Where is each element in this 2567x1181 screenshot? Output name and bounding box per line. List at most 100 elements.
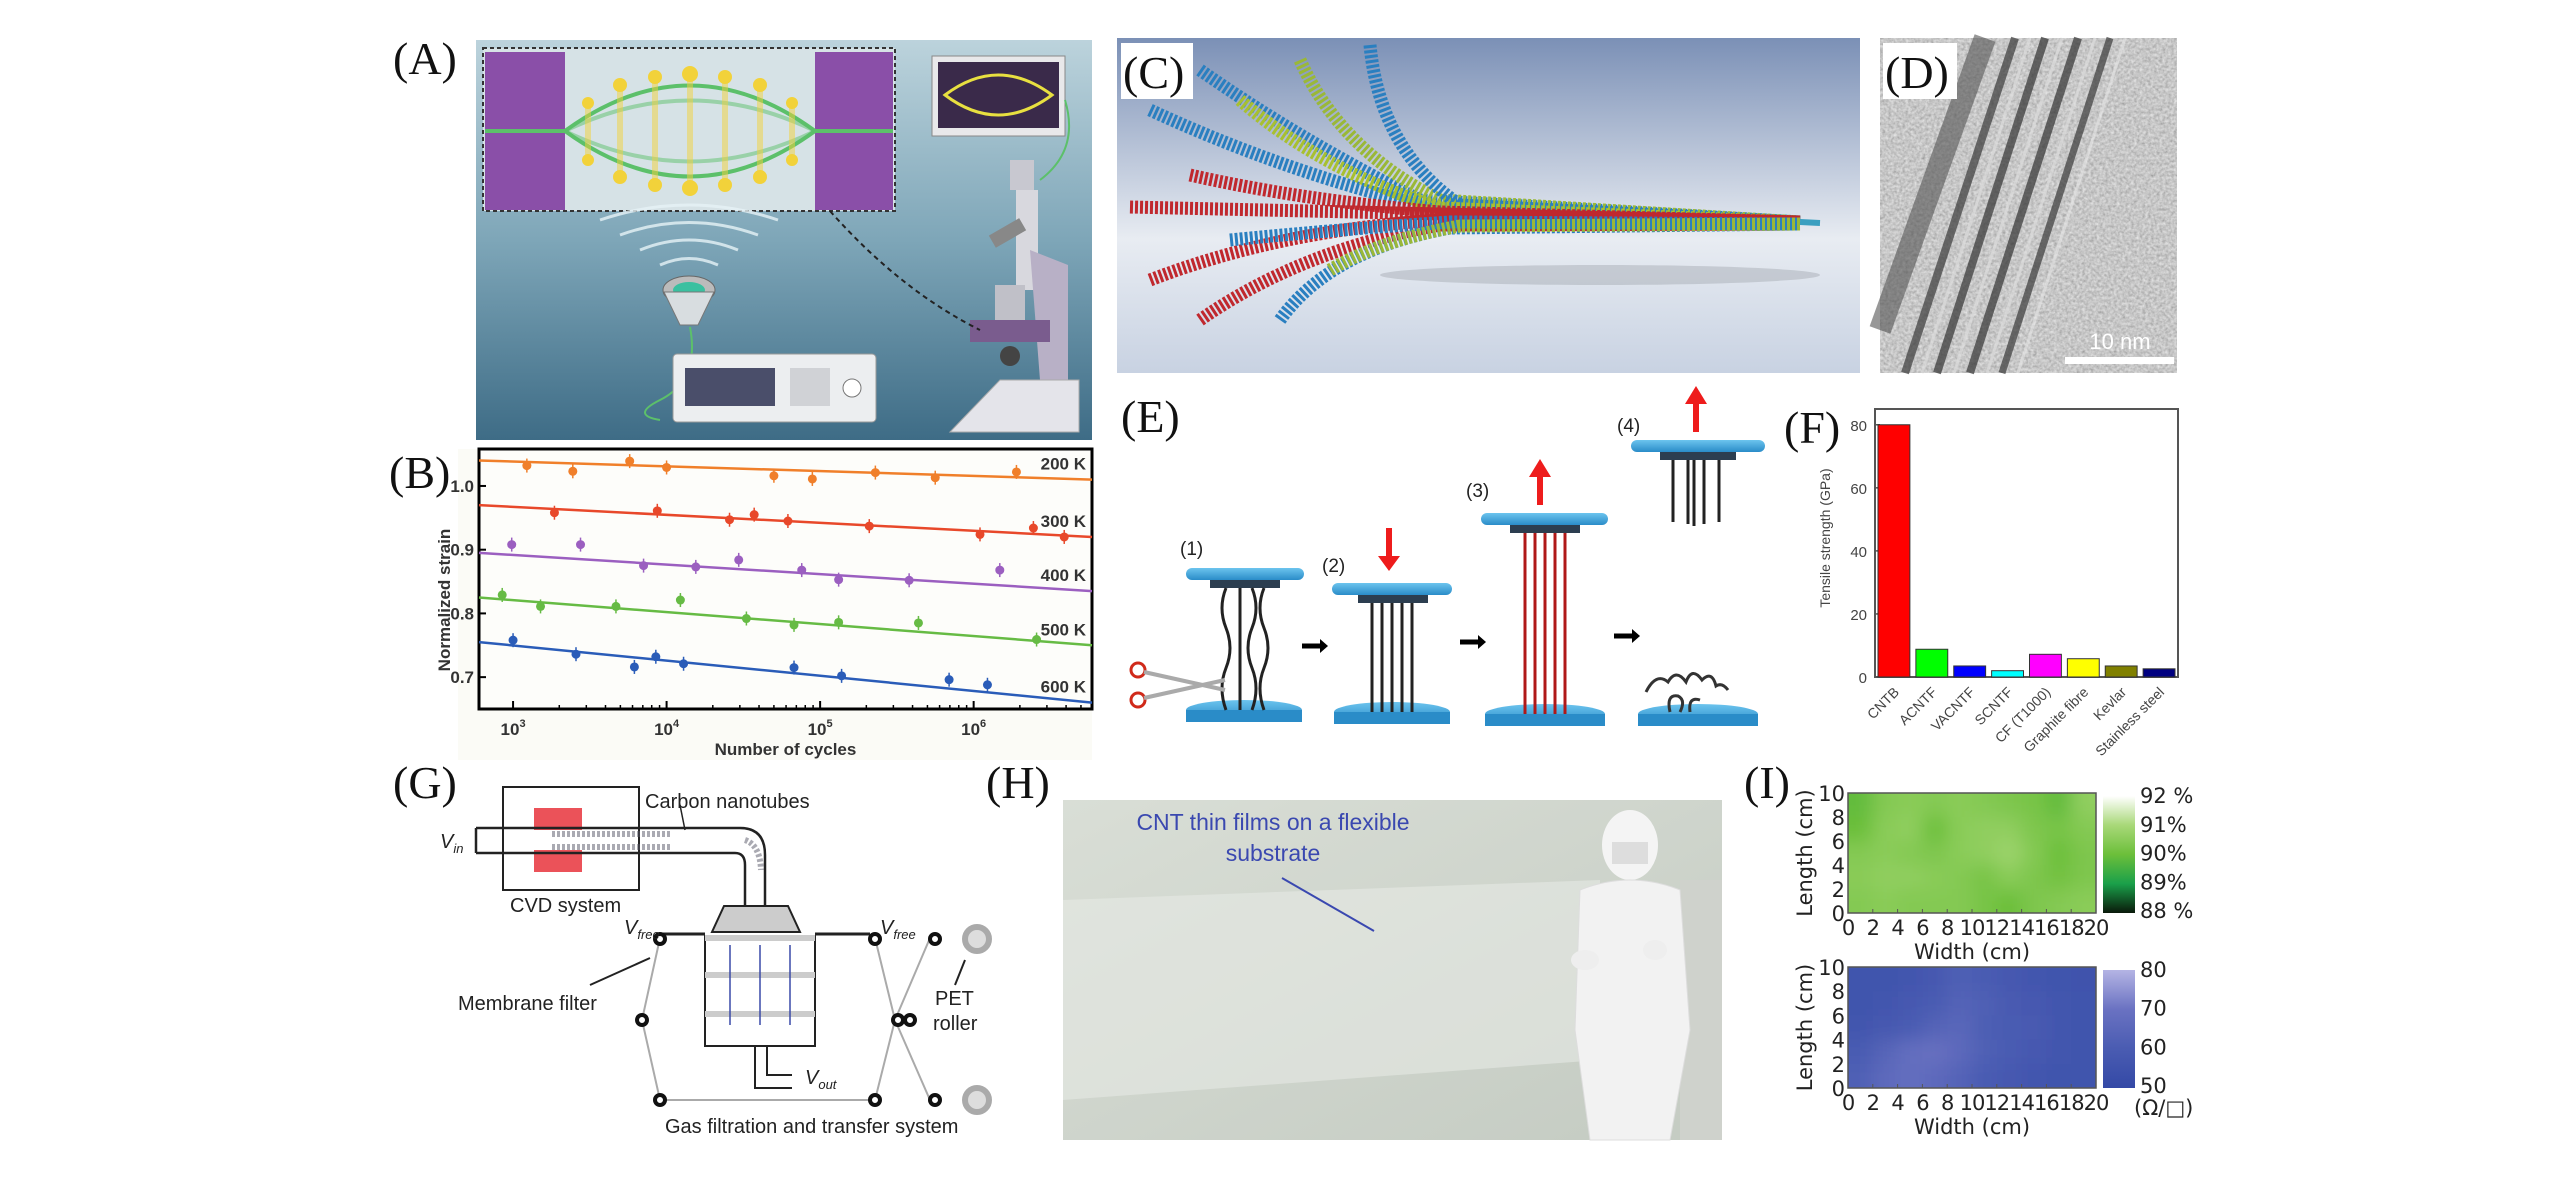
heatmap-cell xyxy=(2071,967,2096,993)
heatmap-cell xyxy=(2071,1063,2096,1088)
y-tick-label: 0.7 xyxy=(450,668,474,687)
heatmap-cell xyxy=(1848,793,1874,818)
heatmap-cell xyxy=(1972,865,1998,890)
heatmap-cell xyxy=(1922,1039,1949,1065)
microscope-icon xyxy=(948,160,1080,433)
bar xyxy=(1953,665,1987,678)
data-point xyxy=(834,575,844,585)
data-point xyxy=(576,540,586,550)
data-point xyxy=(568,466,578,476)
data-point xyxy=(497,590,507,600)
heatmap-cell xyxy=(1922,865,1949,890)
step-label: (4) xyxy=(1617,416,1640,437)
x-tick-label: 16 xyxy=(2034,916,2059,940)
y-tick-label: 0.9 xyxy=(450,541,474,560)
data-point xyxy=(571,649,581,659)
data-point xyxy=(725,515,735,525)
heatmap-cell xyxy=(1996,1015,2023,1041)
heatmap-cell xyxy=(1848,817,1874,842)
y-tick-label: 80 xyxy=(1850,418,1867,435)
heatmap-cell xyxy=(1947,841,1973,866)
data-point xyxy=(507,540,517,550)
heatmap-cell xyxy=(1996,1063,2023,1088)
x-tick-label: 12 xyxy=(1984,916,2009,940)
colorbar-label: 89% xyxy=(2140,870,2187,894)
data-point xyxy=(1028,523,1038,533)
y-tick-label: 4 xyxy=(1832,854,1845,878)
heatmap-cell xyxy=(2021,1063,2048,1088)
fit-line xyxy=(478,596,1093,647)
data-point xyxy=(864,521,874,531)
label-gas-filtration: Gas filtration and transfer system xyxy=(665,1116,958,1138)
y-axis-label: Normalized strain xyxy=(435,529,454,672)
x-tick-label: 4 xyxy=(1891,916,1904,940)
bar xyxy=(2142,668,2176,678)
heatmap-cell xyxy=(2046,967,2073,993)
panel-label-f: (F) xyxy=(1784,402,1840,453)
heatmap-cell xyxy=(1897,1063,1924,1088)
label-v-in: Vin xyxy=(440,831,463,856)
heatmap-cell xyxy=(1947,1063,1973,1088)
y-tick-label: 8 xyxy=(1832,980,1845,1004)
x-axis-label: Width (cm) xyxy=(1914,940,2030,964)
y-tick-label: 8 xyxy=(1832,806,1845,830)
x-tick-label: 2 xyxy=(1867,916,1879,940)
heatmap-cell xyxy=(1947,1015,1973,1041)
bundle-tip xyxy=(1799,219,1821,226)
panel-c-illustration: (C) xyxy=(1117,38,1860,373)
heatmap-cell xyxy=(1848,991,1874,1017)
colorbar-unit: (Ω/□) xyxy=(2134,1096,2193,1120)
y-tick-label: 6 xyxy=(1832,1004,1845,1028)
y-axis-label: Length (cm) xyxy=(1793,964,1817,1092)
heatmap-cell xyxy=(1897,1039,1924,1065)
heatmap-cell xyxy=(2021,817,2048,842)
heatmap-cells xyxy=(1848,793,2096,913)
heatmap-cell xyxy=(1996,889,2023,913)
heatmap-cell xyxy=(1872,967,1899,993)
heatmap-cell xyxy=(2071,1039,2096,1065)
data-point xyxy=(769,471,779,481)
heatmap-cell xyxy=(1848,967,1874,993)
y-tick-label: 20 xyxy=(1850,607,1867,624)
x-tick-label: 16 xyxy=(2034,1091,2059,1115)
bar xyxy=(2029,653,2062,678)
heatmap-cells xyxy=(1848,967,2096,1088)
colorbar-label: 91% xyxy=(2140,813,2187,837)
heatmap-cell xyxy=(2071,991,2096,1017)
heatmap-cell xyxy=(2071,865,2096,890)
arrow-down-icon xyxy=(1378,528,1400,571)
y-tick-label: 0 xyxy=(1859,670,1867,687)
broken-tubes xyxy=(1644,672,1730,713)
x-tick-label: 18 xyxy=(2059,1091,2084,1115)
label-v-free-left: Vfree xyxy=(624,917,660,942)
panel-label-c-box xyxy=(1121,43,1193,99)
x-tick-label: 10 xyxy=(1960,916,1985,940)
y-axis-label: Tensile strength (GPa) xyxy=(1817,468,1833,607)
speaker-icon xyxy=(662,275,716,326)
heatmap-cell xyxy=(2046,865,2073,890)
arrow-up-icon xyxy=(1529,459,1551,505)
colorbar-label: 88 % xyxy=(2140,899,2193,923)
heatmap-cell xyxy=(1897,865,1924,890)
y-tick-label: 40 xyxy=(1850,544,1867,561)
heatmap-cell xyxy=(1947,1039,1973,1065)
data-point xyxy=(536,601,546,611)
data-point xyxy=(625,456,635,466)
panel-label-c: (C) xyxy=(1123,47,1184,98)
data-point xyxy=(834,617,844,627)
heatmap-cell xyxy=(1996,991,2023,1017)
x-tick-label: 8 xyxy=(1941,1091,1953,1115)
data-point xyxy=(508,635,518,645)
heatmap-cell xyxy=(1996,793,2023,818)
panel-label-a: (A) xyxy=(393,33,457,84)
data-point xyxy=(797,565,807,575)
data-point xyxy=(807,474,817,484)
heatmap-cell xyxy=(1848,841,1874,866)
heatmap-cell xyxy=(1947,817,1973,842)
y-tick-label: 2 xyxy=(1832,1053,1845,1077)
colorbar-label: 70 xyxy=(2140,997,2167,1021)
monitor-cable xyxy=(1039,99,1071,181)
colorbar-label: 80 xyxy=(2140,958,2167,982)
data-point xyxy=(1032,635,1042,645)
